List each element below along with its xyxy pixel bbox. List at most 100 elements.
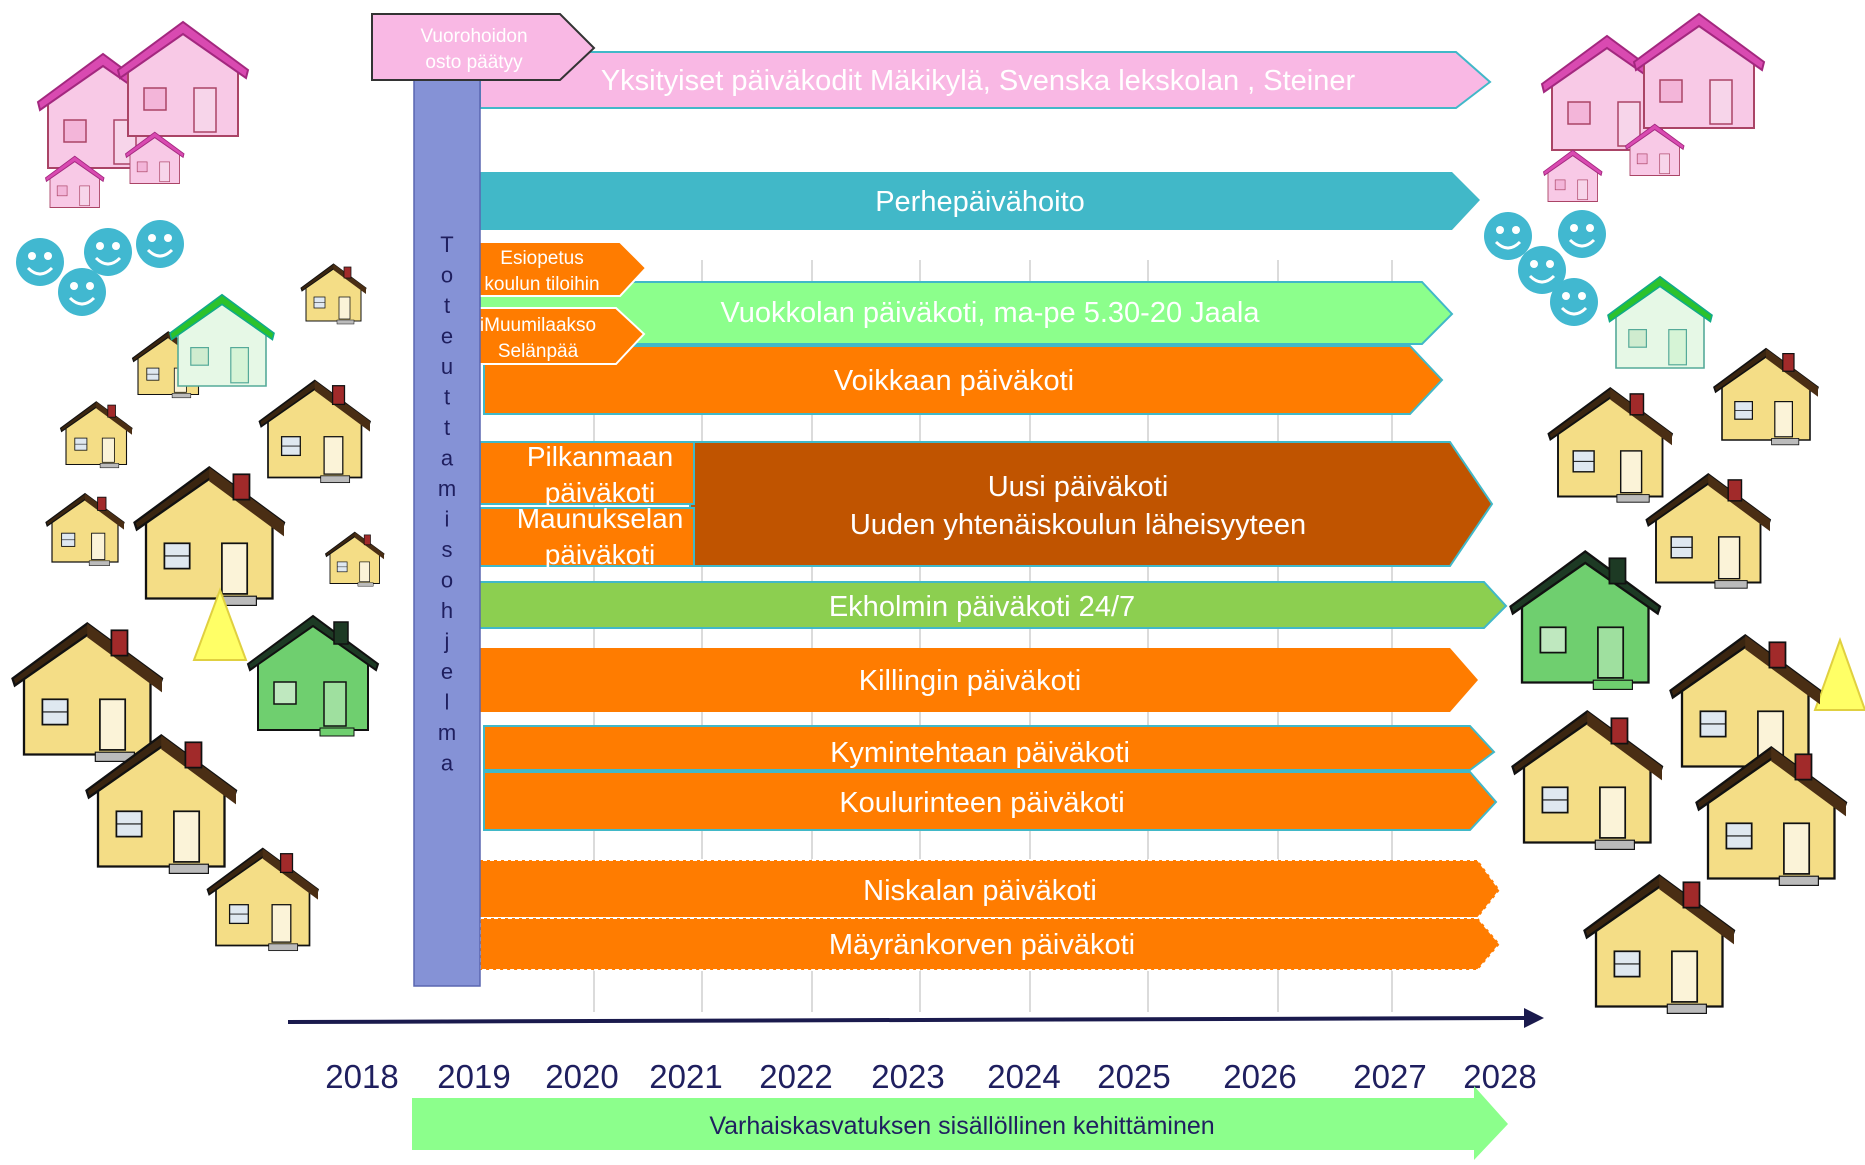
vuorohoidon-label-line2: osto päätyy (425, 52, 523, 73)
maunukselan-label-line1: Maunukselan (517, 503, 684, 534)
smiley-face-icon (82, 226, 134, 278)
vertical-label-letter: e (441, 659, 453, 684)
yellow-house-icon (1547, 387, 1673, 504)
niskala-arrow: Niskalan päiväkoti (475, 859, 1502, 919)
yellow-house-icon (300, 263, 367, 325)
left-decoration-group (11, 21, 385, 952)
vuokkola-label: Vuokkolan päiväkoti, ma-pe 5.30-20 Jaala (721, 297, 1261, 329)
warning-triangle-icon (192, 587, 248, 661)
varhaiskasvatus-label: Varhaiskasvatuksen sisällöllinen kehittä… (709, 1112, 1214, 1140)
niskala-label: Niskalan päiväkoti (863, 875, 1097, 907)
yellow-house-icon (133, 466, 286, 607)
yellow-house-icon (11, 622, 164, 763)
perhepaivahoito-label: Perhepäivähoito (875, 186, 1085, 218)
perhepaivahoito-arrow: Perhepäivähoito (472, 172, 1480, 230)
year-label: 2022 (759, 1058, 832, 1095)
voikkaa-arrow: Voikkaan päiväkoti (483, 345, 1444, 415)
vertical-label-letter: t (444, 415, 450, 440)
vertical-label-letter: l (445, 690, 450, 715)
vertical-label-letter: i (445, 507, 450, 532)
kymintehdas-arrow: Kymintehtaan päiväkoti (483, 725, 1496, 771)
maunukselan-label-line2: päiväkoti (545, 539, 656, 570)
yksityiset-arrow: Yksityiset päiväkodit Mäkikylä, Svenska … (479, 51, 1492, 109)
vertical-label-letter: o (441, 568, 453, 593)
timeline-axis (287, 1008, 1544, 1028)
yellow-house-icon (45, 493, 125, 567)
uusi-label-line2: Uuden yhtenäiskoulun läheisyyteen (850, 509, 1306, 541)
pink-house-icon (1633, 13, 1765, 129)
vertical-label-letter: u (441, 354, 453, 379)
year-label: 2021 (649, 1058, 722, 1095)
year-label: 2023 (871, 1058, 944, 1095)
vertical-label-letter: a (441, 446, 454, 471)
koulurinne-label: Koulurinteen päiväkoti (839, 787, 1124, 819)
smiley-face-icon (56, 266, 108, 318)
vertical-label-letter: m (438, 476, 456, 501)
vertical-label-letter: s (442, 537, 453, 562)
smiley-face-icon (14, 236, 66, 288)
vertical-label-letter: m (438, 720, 456, 745)
uusi-label-line1: Uusi päiväkoti (988, 471, 1169, 503)
imuumilaakso-label-line1: iMuumilaakso (480, 315, 596, 336)
vuorohoidon-arrow: Vuorohoidon osto päätyy (371, 13, 596, 81)
green-house-icon (247, 615, 379, 737)
year-label: 2026 (1223, 1058, 1296, 1095)
pink-house-icon (117, 21, 249, 137)
killinki-arrow: Killingin päiväkoti (480, 648, 1478, 712)
kymintehdas-label: Kymintehtaan päiväkoti (830, 737, 1130, 769)
vertical-label-letter: h (441, 598, 453, 623)
vuorohoidon-label-line1: Vuorohoidon (420, 26, 527, 47)
year-label: 2020 (545, 1058, 618, 1095)
esiopetus-label-line1: Esiopetus (500, 248, 583, 269)
vertical-label-letter: T (440, 232, 453, 257)
vertical-label-letter: o (441, 263, 453, 288)
vertical-label-letter: t (444, 385, 450, 410)
year-label: 2019 (437, 1058, 510, 1095)
vertical-label-letter: t (444, 293, 450, 318)
ekholmi-arrow: Ekholmin päiväkoti 24/7 (471, 581, 1508, 629)
green-house-icon (1509, 550, 1662, 691)
pilkanmaa-box: Pilkanmaan päiväkoti (479, 441, 695, 508)
yellow-house-icon (1645, 473, 1771, 590)
mayrankorpi-arrow: Mäyränkorven päiväkoti (479, 917, 1502, 971)
year-label: 2027 (1353, 1058, 1426, 1095)
green-house-icon (169, 293, 275, 387)
yellow-house-icon (1695, 746, 1848, 887)
smiley-face-icon (1548, 276, 1600, 328)
yellow-house-icon (1583, 874, 1736, 1015)
imuumilaakso-label-line2: Selänpää (498, 341, 579, 362)
ekholmi-label: Ekholmin päiväkoti 24/7 (829, 591, 1135, 623)
yellow-house-icon (258, 379, 371, 484)
pilkanmaa-label-line1: Pilkanmaan (527, 441, 673, 472)
voikkaa-label: Voikkaan päiväkoti (834, 365, 1074, 397)
vertical-label-letter: a (441, 751, 454, 776)
vertical-label-letter: e (441, 324, 453, 349)
mayrankorpi-label: Mäyränkorven päiväkoti (829, 929, 1135, 961)
right-decoration-group (1482, 13, 1865, 1015)
yellow-house-icon (325, 531, 385, 587)
yellow-house-icon (1713, 347, 1819, 446)
year-label: 2025 (1097, 1058, 1170, 1095)
imuumilaakso-arrow: iMuumilaakso Selänpää (451, 307, 646, 365)
smiley-face-icon (1482, 210, 1534, 262)
yellow-house-icon (1669, 634, 1822, 775)
yellow-house-icon (1511, 710, 1664, 851)
maunukselan-box: Maunukselan päiväkoti (479, 503, 695, 570)
smiley-face-icon (134, 218, 186, 270)
yksityiset-label: Yksityiset päiväkodit Mäkikylä, Svenska … (601, 65, 1356, 97)
esiopetus-label-line2: koulun tiloihin (484, 274, 599, 295)
green-house-icon (1607, 275, 1713, 369)
yellow-house-icon (59, 401, 133, 469)
vertical-label-letter: j (444, 629, 450, 654)
pilkanmaa-label-line2: päiväkoti (545, 477, 656, 508)
uusi-paivakoti-arrow: Uusi päiväkoti Uuden yhtenäiskoulun lähe… (689, 441, 1494, 567)
pink-house-icon (1543, 149, 1603, 202)
koulurinne-arrow: Koulurinteen päiväkoti (483, 771, 1498, 831)
varhaiskasvatus-arrow: Varhaiskasvatuksen sisällöllinen kehittä… (412, 1086, 1508, 1160)
warning-triangle-icon (1813, 637, 1865, 711)
